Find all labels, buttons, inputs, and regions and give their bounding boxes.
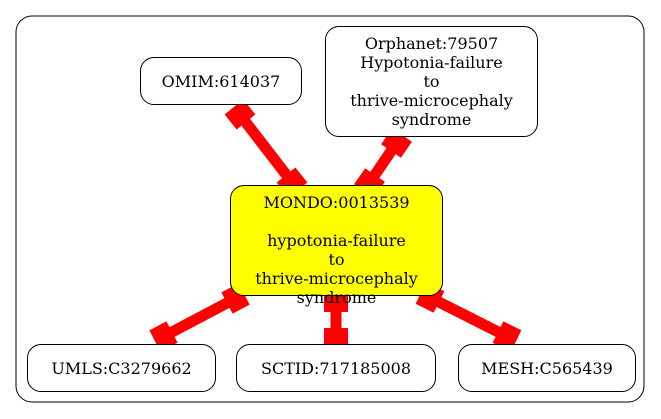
edges (149, 99, 522, 352)
edge-omim-start-marker (224, 99, 256, 130)
node-orphanet[interactable]: Orphanet:79507 Hypotonia-failure to thri… (325, 26, 538, 137)
node-sctid[interactable]: SCTID:717185008 (236, 344, 436, 392)
node-omim-label: OMIM:614037 (161, 71, 281, 91)
edge-umls-end-marker (149, 321, 178, 352)
edge-mesh-end-marker (492, 321, 522, 352)
node-mesh-label: MESH:C565439 (481, 358, 613, 378)
cluster-frame (15, 15, 645, 403)
node-mondo-name: hypotonia-failure to thrive-microcephaly… (255, 231, 418, 307)
node-orphanet-label: Orphanet:79507 Hypotonia-failure to thri… (350, 34, 513, 129)
edge-mondo-mesh (415, 282, 522, 352)
node-mondo-label: MONDO:0013539 hypotonia-failure to thriv… (255, 174, 418, 307)
node-mondo-center[interactable]: MONDO:0013539 hypotonia-failure to thriv… (230, 185, 443, 307)
edge-mondo-umls (149, 283, 250, 352)
node-umls[interactable]: UMLS:C3279662 (27, 344, 216, 392)
node-mesh[interactable]: MESH:C565439 (458, 344, 636, 392)
node-omim[interactable]: OMIM:614037 (140, 57, 302, 105)
node-umls-label: UMLS:C3279662 (51, 358, 192, 378)
node-sctid-label: SCTID:717185008 (260, 358, 412, 378)
edge-orphanet-start-marker (381, 128, 412, 158)
node-mondo-id: MONDO:0013539 (263, 193, 410, 212)
